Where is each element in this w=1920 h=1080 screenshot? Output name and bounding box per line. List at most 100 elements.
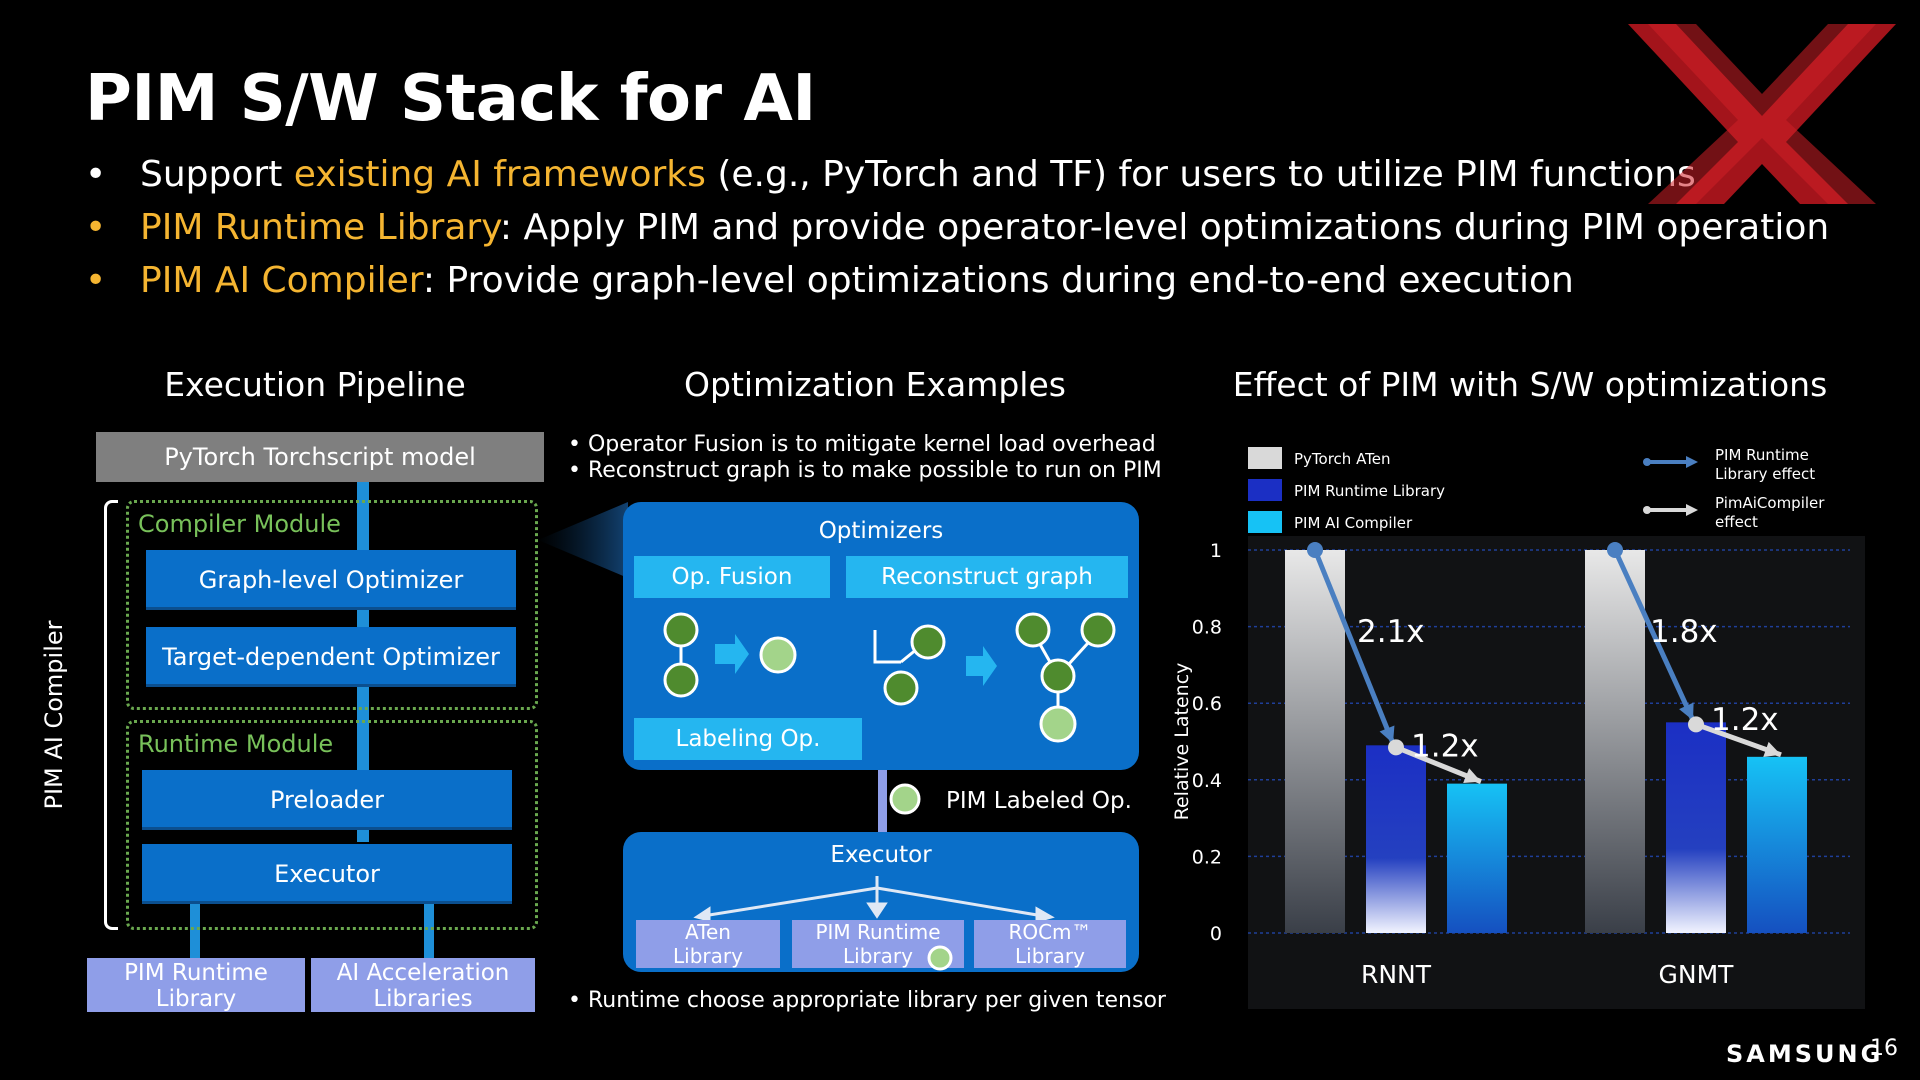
bar-pytorch-aten (1285, 550, 1345, 933)
effect-heading: Effect of PIM with S/W optimizations (1232, 365, 1828, 404)
lib-label-line: Library (843, 944, 913, 968)
legend-label: PIM AI Compiler (1294, 514, 1413, 532)
lib-label-line: Library (155, 986, 237, 1012)
bullet-item: • PIM AI Compiler: Provide graph-level op… (85, 254, 1685, 307)
y-tick-label: 1 (1210, 540, 1222, 562)
lib-label-line: Library (673, 944, 743, 968)
arrow-start-dot (1307, 542, 1323, 558)
bullet-dot: • (85, 260, 107, 301)
y-tick-label: 0.6 (1192, 693, 1222, 715)
lib-label-line: AI Acceleration (336, 960, 510, 986)
panel-connector (878, 770, 887, 832)
y-tick-label: 0.2 (1192, 846, 1222, 868)
lib-label-line: ROCm™ (1008, 920, 1092, 944)
lib-label-line: PIM Runtime (815, 920, 941, 944)
arrow-start-dot (1688, 716, 1704, 733)
bullet-highlight: existing AI frameworks (293, 154, 706, 195)
slide-title: PIM S/W Stack for AI (85, 62, 816, 136)
y-tick-label: 0.4 (1192, 770, 1222, 792)
bar-pim-runtime-library (1366, 745, 1426, 933)
legend-arrow-label: Library effect (1715, 465, 1815, 483)
bullet-item: •Support existing AI frameworks (e.g., P… (85, 148, 1696, 201)
labeling-op-box: Labeling Op. (634, 718, 862, 760)
op-fusion-box: Op. Fusion (634, 556, 830, 598)
bar-pim-ai-compiler (1447, 783, 1507, 933)
graph-optimizer-box: Graph-level Optimizer (146, 550, 516, 610)
bullet-text: : Provide graph-level optimizations duri… (422, 260, 1574, 301)
runtime-note: • Runtime choose appropriate library per… (568, 988, 1166, 1013)
legend-arrow-label: effect (1715, 513, 1758, 531)
legend-arrow-head (1686, 456, 1698, 468)
graph-diagram (663, 612, 1116, 743)
executor-box: Executor (142, 844, 512, 904)
y-tick-label: 0 (1210, 923, 1222, 945)
target-optimizer-box: Target-dependent Optimizer (146, 627, 516, 687)
runtime-effect-arrow-head (1679, 702, 1694, 721)
optimization-heading: Optimization Examples (684, 365, 1066, 404)
torchscript-model-box: PyTorch Torchscript model (96, 432, 544, 482)
arrow-start-dot (1607, 542, 1623, 558)
bullet-text: (e.g., PyTorch and TF) for users to util… (705, 154, 1696, 195)
compiler-effect-label: 1.2x (1711, 702, 1779, 738)
legend-arrow-dot (1643, 458, 1651, 466)
pim-op-icon (927, 945, 953, 971)
rocm-library-box: ROCm™ Library (974, 920, 1126, 968)
y-axis-label: Relative Latency (1171, 663, 1193, 821)
legend-swatch (1248, 479, 1282, 501)
bullet-list: •Support existing AI frameworks (e.g., P… (85, 148, 1829, 307)
compiler-module-label: Compiler Module (138, 510, 341, 538)
runtime-effect-arrow (1312, 549, 1396, 745)
bullet-highlight: PIM Runtime Library (140, 207, 500, 248)
legend-arrow-head (1686, 504, 1698, 516)
lib-label-line: Libraries (373, 986, 473, 1012)
brand-logo-text: SAMSUNG (1726, 1040, 1884, 1068)
legend-arrow-dot (1643, 506, 1651, 514)
labeling-label: Labeling Op. (675, 726, 821, 752)
zoom-wedge (538, 502, 628, 578)
bullet-dot: • (85, 154, 107, 195)
executor-title: Executor (830, 842, 932, 868)
compiler-module-frame (126, 500, 538, 710)
bullet-dot: • (85, 207, 107, 248)
executor-arrows (693, 876, 1055, 920)
pim-labeled-op-icon (889, 783, 921, 815)
reconstruct-graph-box: Reconstruct graph (846, 556, 1128, 598)
bullet-text: : Apply PIM and provide operator-level o… (499, 207, 1830, 248)
model-label: PyTorch Torchscript model (164, 443, 476, 471)
runtime-effect-label: 2.1x (1357, 614, 1425, 650)
bullet-highlight: PIM AI Compiler (140, 260, 423, 301)
pim-labeled-op-label: PIM Labeled Op. (946, 788, 1132, 814)
legend-arrow-label: PIM Runtime (1715, 446, 1809, 464)
x-category-label: RNNT (1361, 960, 1432, 989)
aten-library-box: ATen Library (636, 920, 780, 968)
runtime-effect-label: 1.8x (1650, 614, 1718, 650)
target-optimizer-label: Target-dependent Optimizer (162, 643, 500, 671)
arrow-start-dot (1388, 739, 1404, 756)
lib-label-line: ATen (685, 920, 731, 944)
bar-pim-ai-compiler (1747, 756, 1807, 933)
preloader-box: Preloader (142, 770, 512, 830)
watermark-logo (1628, 24, 1896, 204)
compiler-effect-arrow-head (1463, 768, 1481, 784)
runtime-effect-arrow-head (1379, 725, 1395, 744)
opt-note: • Reconstruct graph is to make possible … (568, 458, 1162, 483)
bar-pim-runtime-library (1666, 722, 1726, 933)
legend-arrow-label: PimAiCompiler (1715, 494, 1825, 512)
preloader-label: Preloader (269, 786, 385, 814)
executor-label: Executor (274, 860, 380, 888)
page-number: 16 (1870, 1036, 1898, 1061)
x-category-label: GNMT (1659, 960, 1735, 989)
pipeline-connector (190, 900, 200, 960)
pim-ai-compiler-label: PIM AI Compiler (40, 620, 68, 810)
graph-optimizer-label: Graph-level Optimizer (198, 566, 464, 594)
pim-runtime-library-box: PIM Runtime Library (87, 958, 305, 1012)
compiler-bracket (104, 500, 118, 930)
runtime-effect-arrow (1612, 548, 1696, 722)
optimizers-title: Optimizers (818, 518, 944, 544)
legend-label: PyTorch ATen (1294, 450, 1391, 468)
op-fusion-label: Op. Fusion (671, 564, 793, 590)
compiler-effect-label: 1.2x (1411, 729, 1479, 765)
legend-swatch (1248, 511, 1282, 533)
reconstruct-label: Reconstruct graph (881, 564, 1093, 590)
